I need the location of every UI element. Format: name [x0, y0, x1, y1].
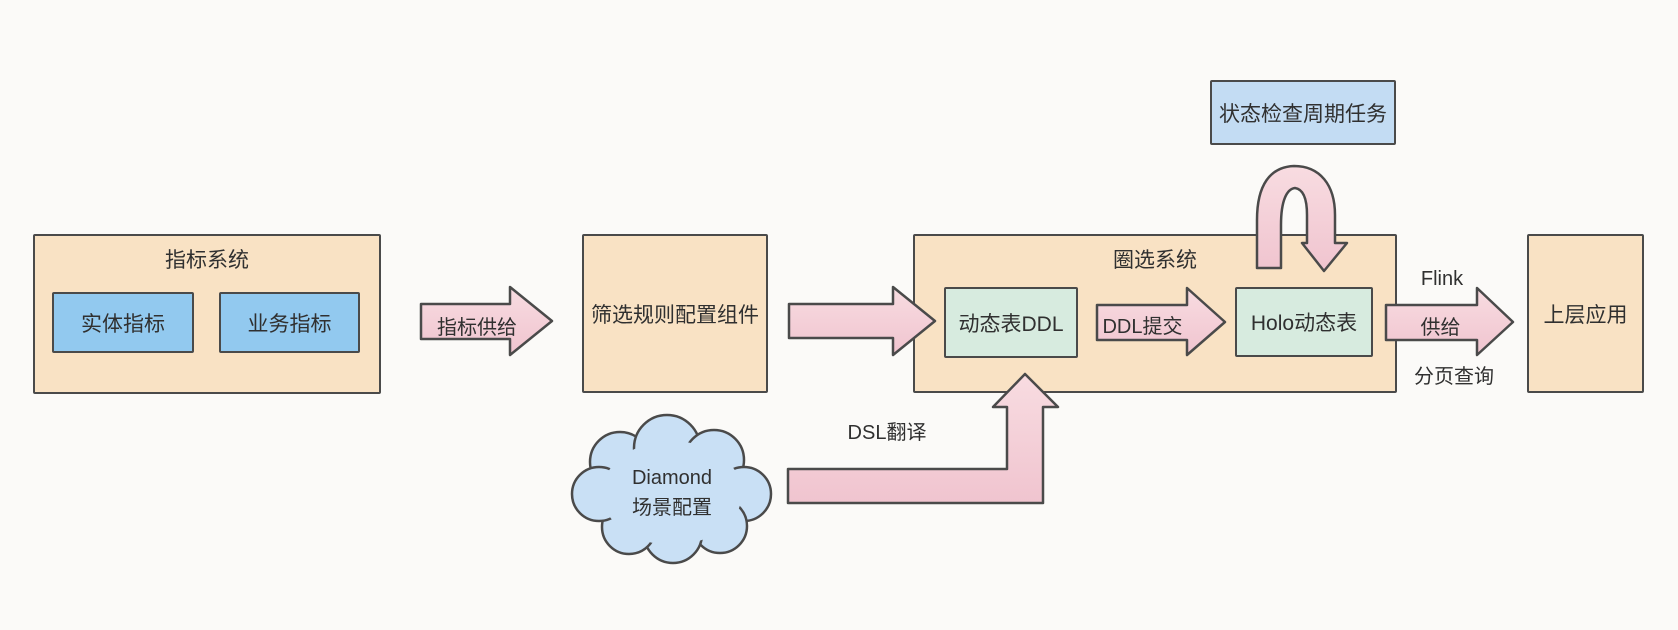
indicator-system-title: 指标系统 [165, 249, 249, 272]
status-check-task-node: 状态检查周期任务 [1210, 80, 1396, 145]
paged-query-label: 分页查询 [1414, 366, 1494, 388]
supply-label: 供给 [1420, 317, 1461, 339]
business-indicator-label: 业务指标 [247, 312, 332, 336]
business-indicator-node: 业务指标 [219, 292, 360, 353]
filter-rule-component-label: 筛选规则配置组件 [591, 303, 759, 327]
entity-indicator-node: 实体指标 [52, 292, 194, 353]
diamond-cloud-line2: 场景配置 [632, 497, 712, 519]
ddl-submit-label: DDL提交 [1102, 316, 1183, 338]
entity-indicator-label: 实体指标 [81, 312, 165, 336]
upper-layer-app-node: 上层应用 [1527, 234, 1644, 393]
status-check-task-label: 状态检查周期任务 [1219, 102, 1387, 126]
dsl-translation-label: DSL翻译 [847, 422, 927, 444]
holo-dynamic-table-label: Holo动态表 [1250, 312, 1358, 335]
holo-dynamic-table-node: Holo动态表 [1235, 287, 1373, 357]
upper-layer-app-label: 上层应用 [1543, 303, 1628, 327]
selection-system-title: 圈选系统 [1113, 249, 1197, 272]
diamond-cloud-line1: Diamond [631, 467, 713, 489]
dynamic-table-ddl-label: 动态表DDL [958, 312, 1064, 336]
indicator-supply-label: 指标供给 [437, 317, 517, 339]
diamond-cloud-label: Diamond 场景配置 [592, 463, 752, 523]
flink-label: Flink [1420, 268, 1464, 290]
filter-rule-component-node: 筛选规则配置组件 [582, 234, 768, 393]
dynamic-table-ddl-node: 动态表DDL [944, 287, 1078, 358]
